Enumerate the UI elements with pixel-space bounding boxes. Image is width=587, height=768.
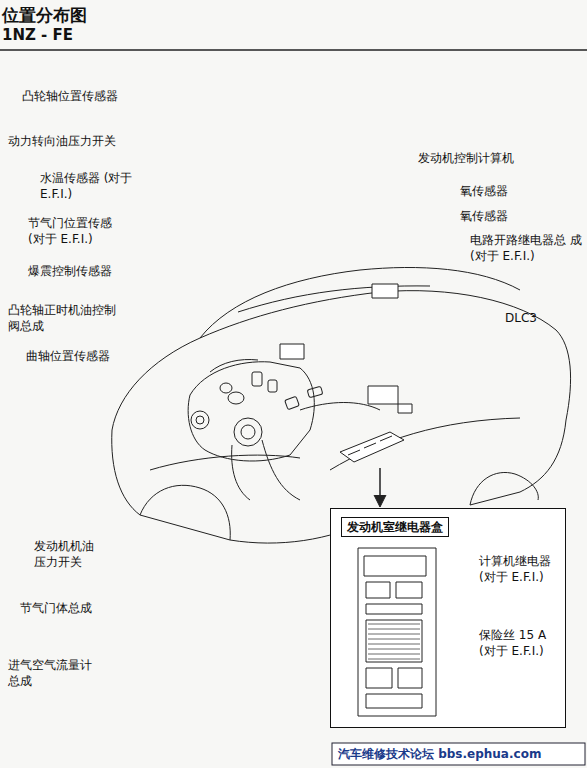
fuse-row	[368, 649, 420, 650]
inset-heading: 发动机室继电器盒	[341, 517, 449, 537]
part-label: 凸轮轴位置传感器	[22, 88, 118, 104]
model-code: 1NZ - FE	[2, 27, 73, 43]
part-label: 曲轴位置传感器	[26, 348, 110, 364]
watermark-box	[332, 743, 585, 765]
fuse-row	[368, 639, 420, 640]
fuse-row	[368, 629, 420, 630]
fuse-row	[368, 644, 420, 645]
page-title: 位置分布图	[2, 4, 87, 27]
part-label: 氧传感器	[460, 208, 508, 224]
part-label: 节气门体总成	[20, 600, 92, 616]
part-label: 保险丝 15 A (对于 E.F.I.)	[479, 627, 563, 659]
part-label: 氧传感器	[460, 183, 508, 199]
part-label: 爆震控制传感器	[28, 263, 112, 279]
car-outline	[0, 50, 587, 728]
part-label: 电路开路继电器总 成 (对于 E.F.I.)	[470, 232, 582, 264]
part-label: 凸轮轴正时机油控制 阀总成	[8, 302, 128, 334]
fuse-row	[368, 659, 420, 660]
part-label: 动力转向油压力开关	[8, 133, 116, 149]
part-label: DLC3	[505, 310, 537, 326]
fuse-row	[368, 654, 420, 655]
part-label: 计算机继电器 (对于 E.F.I.)	[479, 553, 563, 585]
fuse-row	[368, 624, 420, 625]
watermark: 汽车维修技术论坛 bbs.ephua.com	[338, 746, 541, 762]
part-label: 发动机机油 压力开关	[34, 538, 106, 570]
part-label: 水温传感器 (对于 E.F.I.)	[40, 170, 135, 202]
part-label: 进气空气流量计 总成	[8, 657, 103, 689]
part-label: 节气门位置传感 (对于 E.F.I.)	[28, 215, 123, 247]
fuse-row	[368, 634, 420, 635]
relay-box-inset: 发动机室继电器盒计算机继电器 (对于 E.F.I.) 保险丝 15 A (对于 E…	[330, 508, 566, 728]
fuse-rows	[368, 624, 420, 659]
part-label: 发动机控制计算机	[418, 150, 514, 166]
